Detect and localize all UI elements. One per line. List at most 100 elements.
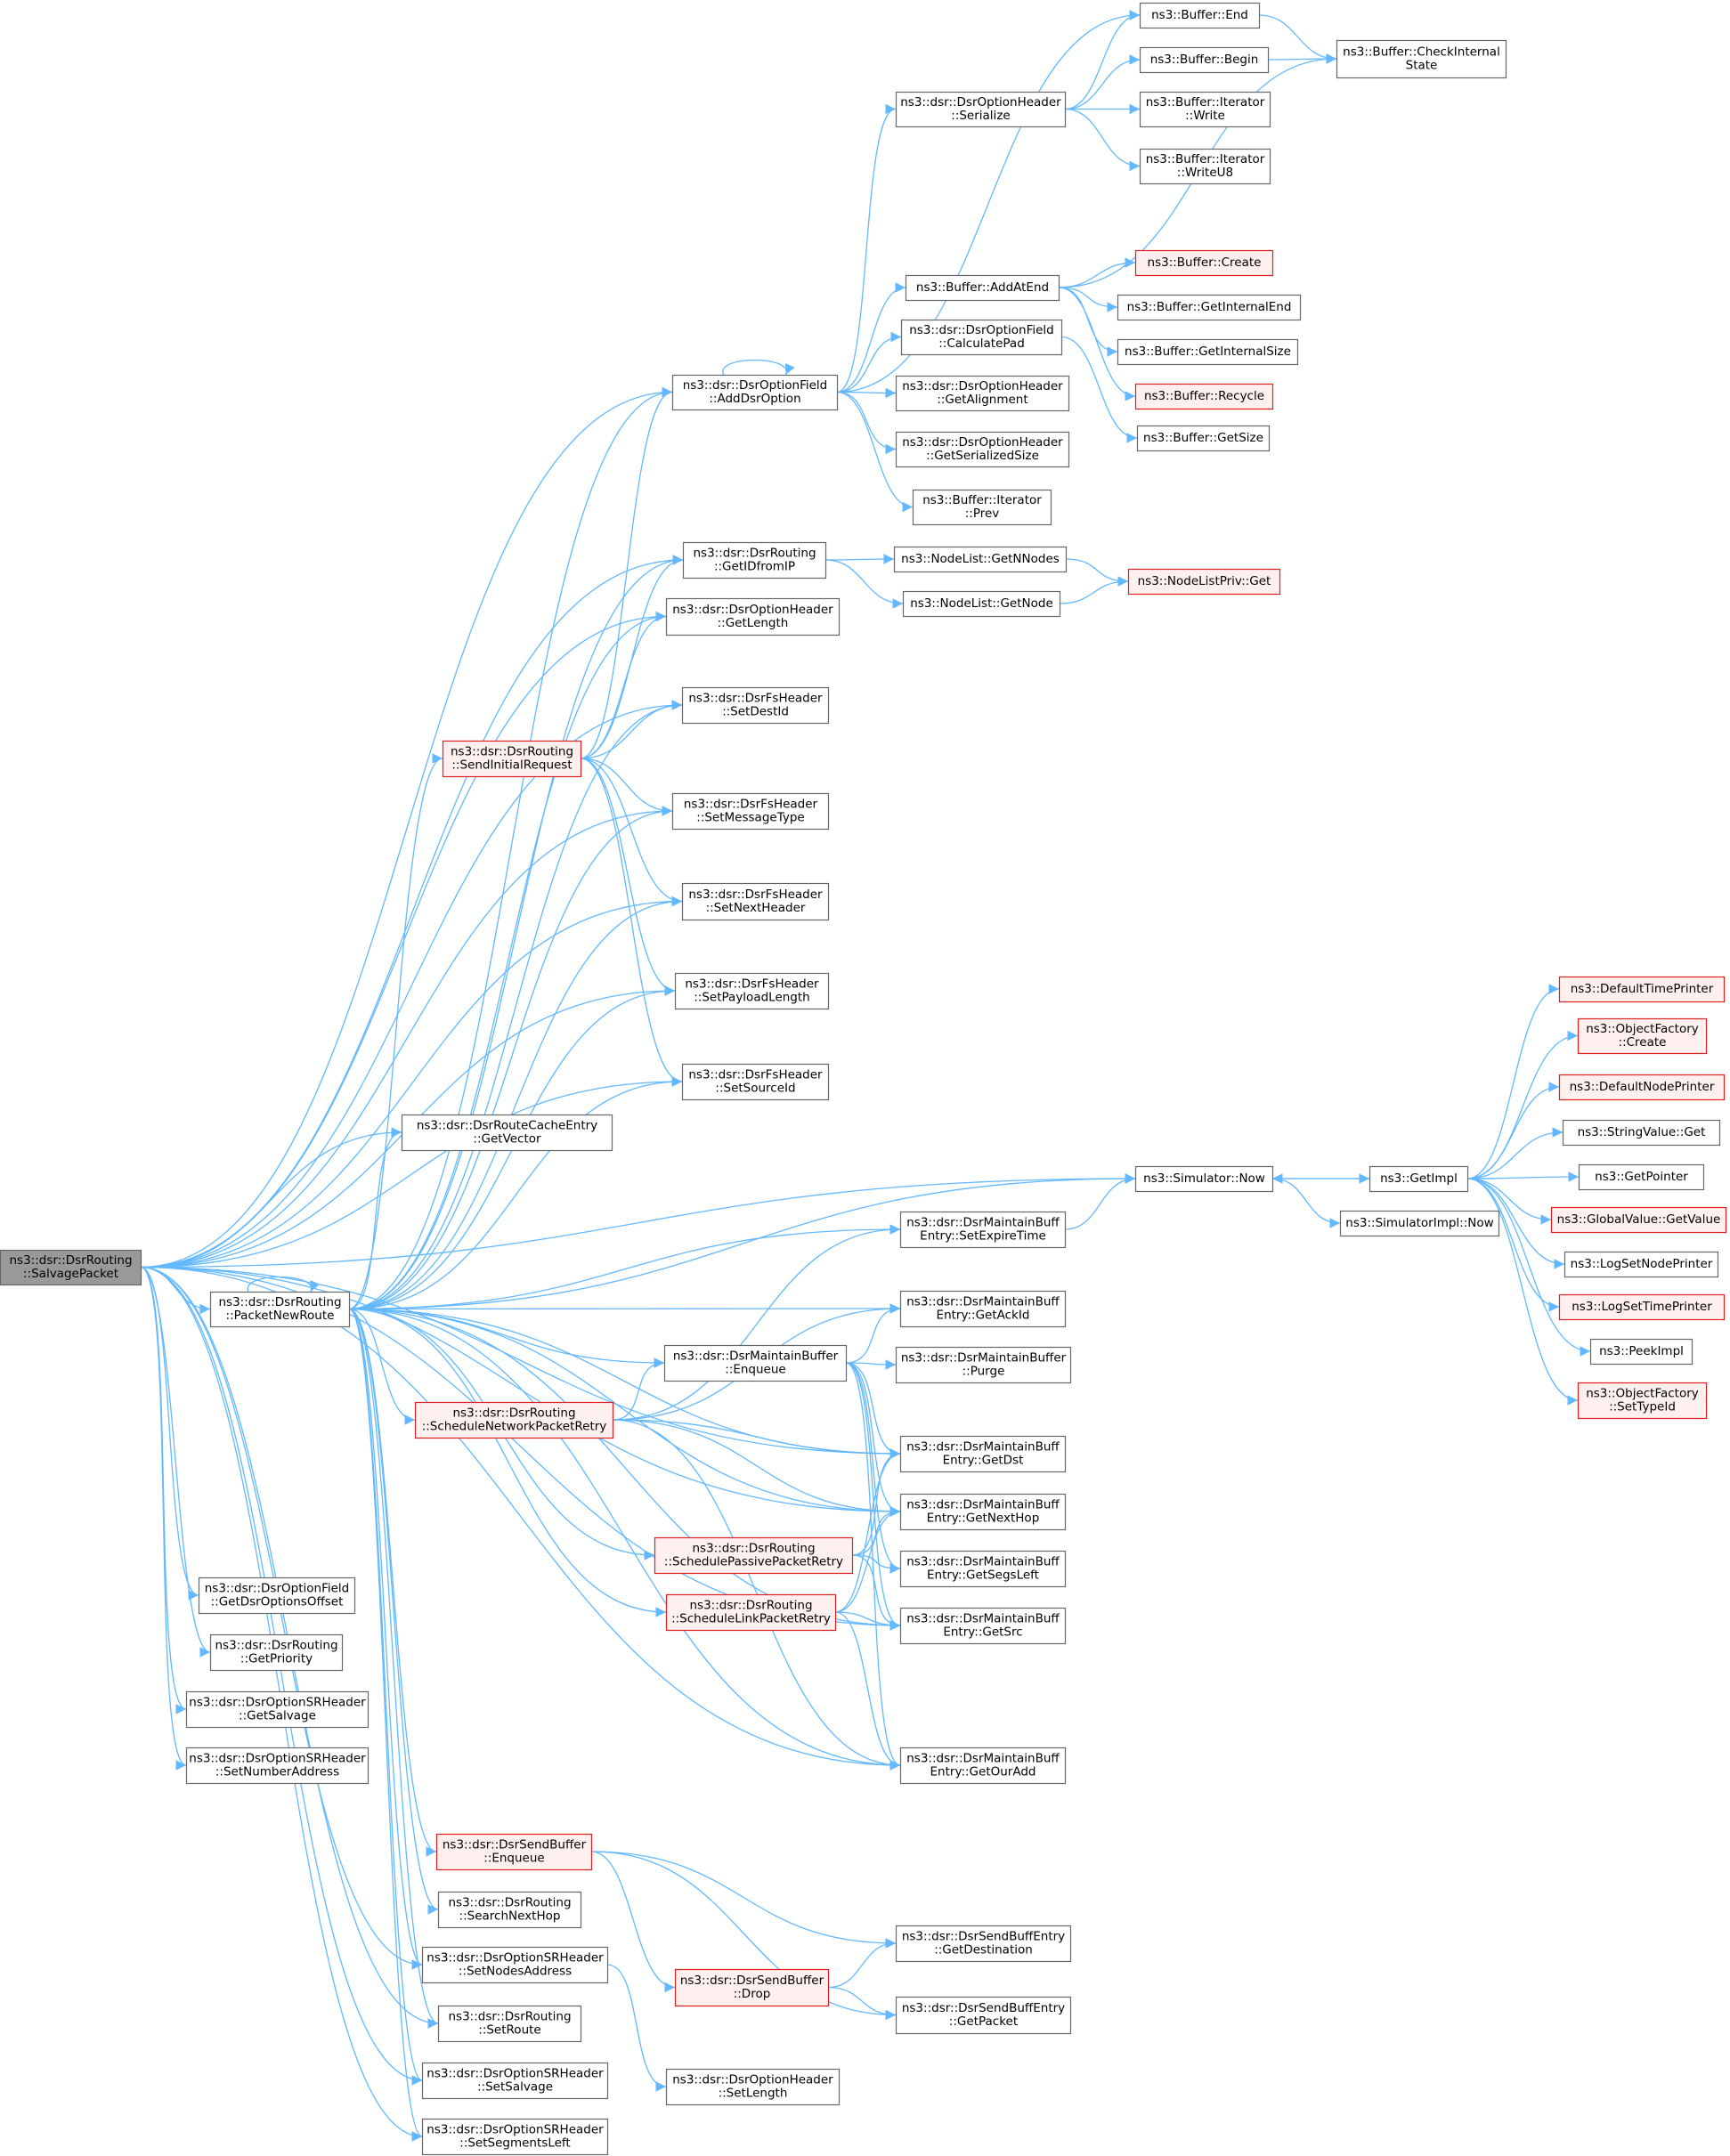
edge-n2-n2 xyxy=(722,359,795,376)
node-ns3-dsr-dsrfsheader-setpayloadlength[interactable]: ns3::dsr::DsrFsHeader::SetPayloadLength xyxy=(674,972,830,1010)
node-ns3-simulatorimpl-now[interactable]: ns3::SimulatorImpl::Now xyxy=(1339,1210,1500,1237)
node-ns3-buffer-getsize[interactable]: ns3::Buffer::GetSize xyxy=(1136,425,1271,452)
node-label: ns3::Buffer::GetInternalSize xyxy=(1125,344,1291,359)
node-ns3-getpointer[interactable]: ns3::GetPointer xyxy=(1578,1163,1705,1191)
node-ns3-buffer-create[interactable]: ns3::Buffer::Create xyxy=(1134,249,1274,277)
node-ns3-logsettimeprinter[interactable]: ns3::LogSetTimePrinter xyxy=(1558,1293,1726,1321)
node-ns3-dsr-dsrrouting-setroute[interactable]: ns3::dsr::DsrRouting::SetRoute xyxy=(437,2005,582,2043)
node-label: ::Serialize xyxy=(951,109,1010,123)
node-label: ns3::SimulatorImpl::Now xyxy=(1345,1216,1493,1230)
node-label: ns3::Buffer::CheckInternal xyxy=(1343,45,1500,60)
node-label: ::Prev xyxy=(965,507,1000,521)
node-label: ::GetLength xyxy=(718,616,789,630)
node-ns3-dsr-dsroptionfield-getdsroptionsoffset[interactable]: ns3::dsr::DsrOptionField::GetDsrOptionsO… xyxy=(198,1576,356,1615)
node-ns3-dsr-dsrfsheader-setdestid[interactable]: ns3::dsr::DsrFsHeader::SetDestId xyxy=(681,686,830,725)
node-box xyxy=(1134,383,1274,410)
node-label: Entry::GetNextHop xyxy=(927,1512,1040,1526)
edge-n60-n62 xyxy=(590,1851,897,1949)
node-ns3-getimpl[interactable]: ns3::GetImpl xyxy=(1369,1165,1469,1193)
node-ns3-dsr-dsrmaintainbuffentry-getouradd[interactable]: ns3::dsr::DsrMaintainBuffEntry::GetOurAd… xyxy=(899,1747,1067,1785)
node-ns3-dsr-dsroptionsrheader-setnodesaddress[interactable]: ns3::dsr::DsrOptionSRHeader::SetNodesAdd… xyxy=(421,1946,609,1984)
node-ns3-buffer-addatend[interactable]: ns3::Buffer::AddAtEnd xyxy=(905,274,1060,302)
node-ns3-buffer-recycle[interactable]: ns3::Buffer::Recycle xyxy=(1134,383,1274,410)
node-ns3-simulator-now[interactable]: ns3::Simulator::Now xyxy=(1134,1165,1274,1193)
node-ns3-dsr-dsrmaintainbuffentry-getnexthop[interactable]: ns3::dsr::DsrMaintainBuffEntry::GetNextH… xyxy=(899,1493,1067,1531)
node-ns3-buffer-getinternalend[interactable]: ns3::Buffer::GetInternalEnd xyxy=(1117,294,1302,321)
node-ns3-dsr-dsroptionsrheader-setsegmentsleft[interactable]: ns3::dsr::DsrOptionSRHeader::SetSegments… xyxy=(421,2118,609,2156)
node-ns3-dsr-dsrfsheader-setmessagetype[interactable]: ns3::dsr::DsrFsHeader::SetMessageType xyxy=(671,792,830,831)
node-ns3-dsr-dsrrouting-searchnexthop[interactable]: ns3::dsr::DsrRouting::SearchNextHop xyxy=(437,1891,582,1929)
node-ns3-defaultnodeprinter[interactable]: ns3::DefaultNodePrinter xyxy=(1558,1074,1726,1101)
node-ns3-dsr-dsroptionheader-serialize[interactable]: ns3::dsr::DsrOptionHeader::Serialize xyxy=(895,91,1067,128)
node-box xyxy=(665,597,841,636)
edge-n1-n1 xyxy=(247,1276,321,1293)
node-ns3-dsr-dsrrouting-getidfromip[interactable]: ns3::dsr::DsrRouting::GetIDfromIP xyxy=(682,541,827,580)
node-ns3-dsr-dsroptionheader-getalignment[interactable]: ns3::dsr::DsrOptionHeader::GetAlignment xyxy=(895,375,1070,412)
node-ns3-dsr-dsrroutecacheentry-getvector[interactable]: ns3::dsr::DsrRouteCacheEntry::GetVector xyxy=(401,1114,613,1152)
node-ns3-objectfactory-create[interactable]: ns3::ObjectFactory::Create xyxy=(1577,1017,1708,1055)
node-ns3-buffer-iterator-write[interactable]: ns3::Buffer::Iterator::Write xyxy=(1139,91,1271,128)
node-label: ::SetDestId xyxy=(722,705,789,719)
node-ns3-dsr-dsroptionfield-adddsroption[interactable]: ns3::dsr::DsrOptionField::AddDsrOption xyxy=(671,374,839,411)
edge-n0-n30 xyxy=(140,1127,402,1268)
node-ns3-dsr-dsroptionsrheader-setsalvage[interactable]: ns3::dsr::DsrOptionSRHeader::SetSalvage xyxy=(421,2062,609,2100)
node-ns3-dsr-dsrfsheader-setnextheader[interactable]: ns3::dsr::DsrFsHeader::SetNextHeader xyxy=(681,882,830,921)
node-label: ns3::dsr::DsrRouting xyxy=(448,1896,571,1910)
node-ns3-dsr-dsrsendbuffentry-getpacket[interactable]: ns3::dsr::DsrSendBuffEntry::GetPacket xyxy=(895,1996,1072,2035)
node-ns3-dsr-dsrrouting-getpriority[interactable]: ns3::dsr::DsrRouting::GetPriority xyxy=(209,1633,344,1672)
node-ns3-dsr-dsrmaintainbuffentry-setexpiretime[interactable]: ns3::dsr::DsrMaintainBuffEntry::SetExpir… xyxy=(899,1211,1067,1249)
node-ns3-peekimpl[interactable]: ns3::PeekImpl xyxy=(1589,1338,1693,1366)
edge-n14-n15 xyxy=(1060,336,1138,443)
node-ns3-buffer-iterator-writeu8[interactable]: ns3::Buffer::Iterator::WriteU8 xyxy=(1139,148,1271,185)
node-label: ns3::dsr::DsrSendBuffer xyxy=(443,1838,587,1852)
node-label: ::WriteU8 xyxy=(1177,166,1233,180)
node-ns3-stringvalue-get[interactable]: ns3::StringValue::Get xyxy=(1562,1119,1721,1147)
edge-n46-n45 xyxy=(845,1303,901,1364)
edge-n1-n64 xyxy=(348,1308,423,1970)
node-box xyxy=(905,274,1060,302)
node-ns3-dsr-dsrsendbuffer-drop[interactable]: ns3::dsr::DsrSendBuffer::Drop xyxy=(674,1968,830,2007)
node-ns3-nodelist-getnode[interactable]: ns3::NodeList::GetNode xyxy=(902,590,1061,618)
node-ns3-dsr-dsroptionsrheader-getsalvage[interactable]: ns3::dsr::DsrOptionSRHeader::GetSalvage xyxy=(185,1690,370,1729)
node-label: ns3::dsr::DsrOptionSRHeader xyxy=(426,1951,604,1966)
node-ns3-nodelistpriv-get[interactable]: ns3::NodeListPriv::Get xyxy=(1127,568,1281,596)
node-box xyxy=(895,1346,1072,1384)
node-ns3-dsr-dsroptionheader-getserializedsize[interactable]: ns3::dsr::DsrOptionHeader::GetSerialized… xyxy=(895,431,1070,468)
node-ns3-dsr-dsrrouting-schedulenetworkpacketretry[interactable]: ns3::dsr::DsrRouting::ScheduleNetworkPac… xyxy=(414,1401,614,1439)
node-ns3-dsr-dsrsendbuffer-enqueue[interactable]: ns3::dsr::DsrSendBuffer::Enqueue xyxy=(435,1833,593,1871)
node-label: ns3::Simulator::Now xyxy=(1143,1171,1265,1186)
node-ns3-dsr-dsrrouting-schedulelinkpacketretry[interactable]: ns3::dsr::DsrRouting::ScheduleLinkPacket… xyxy=(665,1593,837,1632)
edge-n2-n14 xyxy=(836,331,902,393)
node-ns3-dsr-dsrrouting-sendinitialrequest[interactable]: ns3::dsr::DsrRouting::SendInitialRequest xyxy=(442,740,582,778)
node-box xyxy=(0,1249,142,1286)
edge-n32-n43 xyxy=(1466,1178,1579,1406)
node-ns3-buffer-end[interactable]: ns3::Buffer::End xyxy=(1139,2,1261,29)
node-ns3-nodelist-getnnodes[interactable]: ns3::NodeList::GetNNodes xyxy=(893,546,1068,573)
node-box xyxy=(681,686,830,725)
node-ns3-dsr-dsrmaintainbuffer-enqueue[interactable]: ns3::dsr::DsrMaintainBuffer::Enqueue xyxy=(663,1344,848,1382)
node-ns3-dsr-dsroptionfield-calculatepad[interactable]: ns3::dsr::DsrOptionField::CalculatePad xyxy=(900,319,1063,356)
node-ns3-dsr-dsrfsheader-setsourceid[interactable]: ns3::dsr::DsrFsHeader::SetSourceId xyxy=(681,1063,830,1101)
node-ns3-buffer-begin[interactable]: ns3::Buffer::Begin xyxy=(1139,46,1270,74)
node-ns3-dsr-dsrmaintainbuffer-purge[interactable]: ns3::dsr::DsrMaintainBuffer::Purge xyxy=(895,1346,1072,1384)
node-ns3-dsr-dsroptionsrheader-setnumberaddress[interactable]: ns3::dsr::DsrOptionSRHeader::SetNumberAd… xyxy=(185,1747,370,1785)
node-ns3-logsetnodeprinter[interactable]: ns3::LogSetNodePrinter xyxy=(1563,1251,1719,1278)
node-ns3-dsr-dsroptionheader-getlength[interactable]: ns3::dsr::DsrOptionHeader::GetLength xyxy=(665,597,841,636)
node-label: ns3::dsr::DsrRouting xyxy=(218,1295,341,1309)
node-ns3-buffer-iterator-prev[interactable]: ns3::Buffer::Iterator::Prev xyxy=(912,489,1052,526)
node-ns3-dsr-dsrrouting-packetnewroute[interactable]: ns3::dsr::DsrRouting::PacketNewRoute xyxy=(209,1291,351,1328)
node-ns3-objectfactory-settypeid[interactable]: ns3::ObjectFactory::SetTypeId xyxy=(1577,1382,1708,1420)
node-ns3-dsr-dsrmaintainbuffentry-getsegsleft[interactable]: ns3::dsr::DsrMaintainBuffEntry::GetSegsL… xyxy=(899,1550,1067,1588)
node-ns3-dsr-dsroptionheader-setlength[interactable]: ns3::dsr::DsrOptionHeader::SetLength xyxy=(665,2068,841,2106)
node-ns3-dsr-dsrrouting-schedulepassivepacketretry[interactable]: ns3::dsr::DsrRouting::SchedulePassivePac… xyxy=(654,1536,854,1575)
node-ns3-dsr-dsrsendbuffentry-getdestination[interactable]: ns3::dsr::DsrSendBuffEntry::GetDestinati… xyxy=(895,1925,1072,1963)
edge-n48-n50 xyxy=(612,1419,901,1517)
node-ns3-defaulttimeprinter[interactable]: ns3::DefaultTimePrinter xyxy=(1558,976,1726,1003)
node-ns3-globalvalue-getvalue[interactable]: ns3::GlobalValue::GetValue xyxy=(1550,1206,1727,1234)
node-ns3-buffer-getinternalsize[interactable]: ns3::Buffer::GetInternalSize xyxy=(1117,338,1299,366)
